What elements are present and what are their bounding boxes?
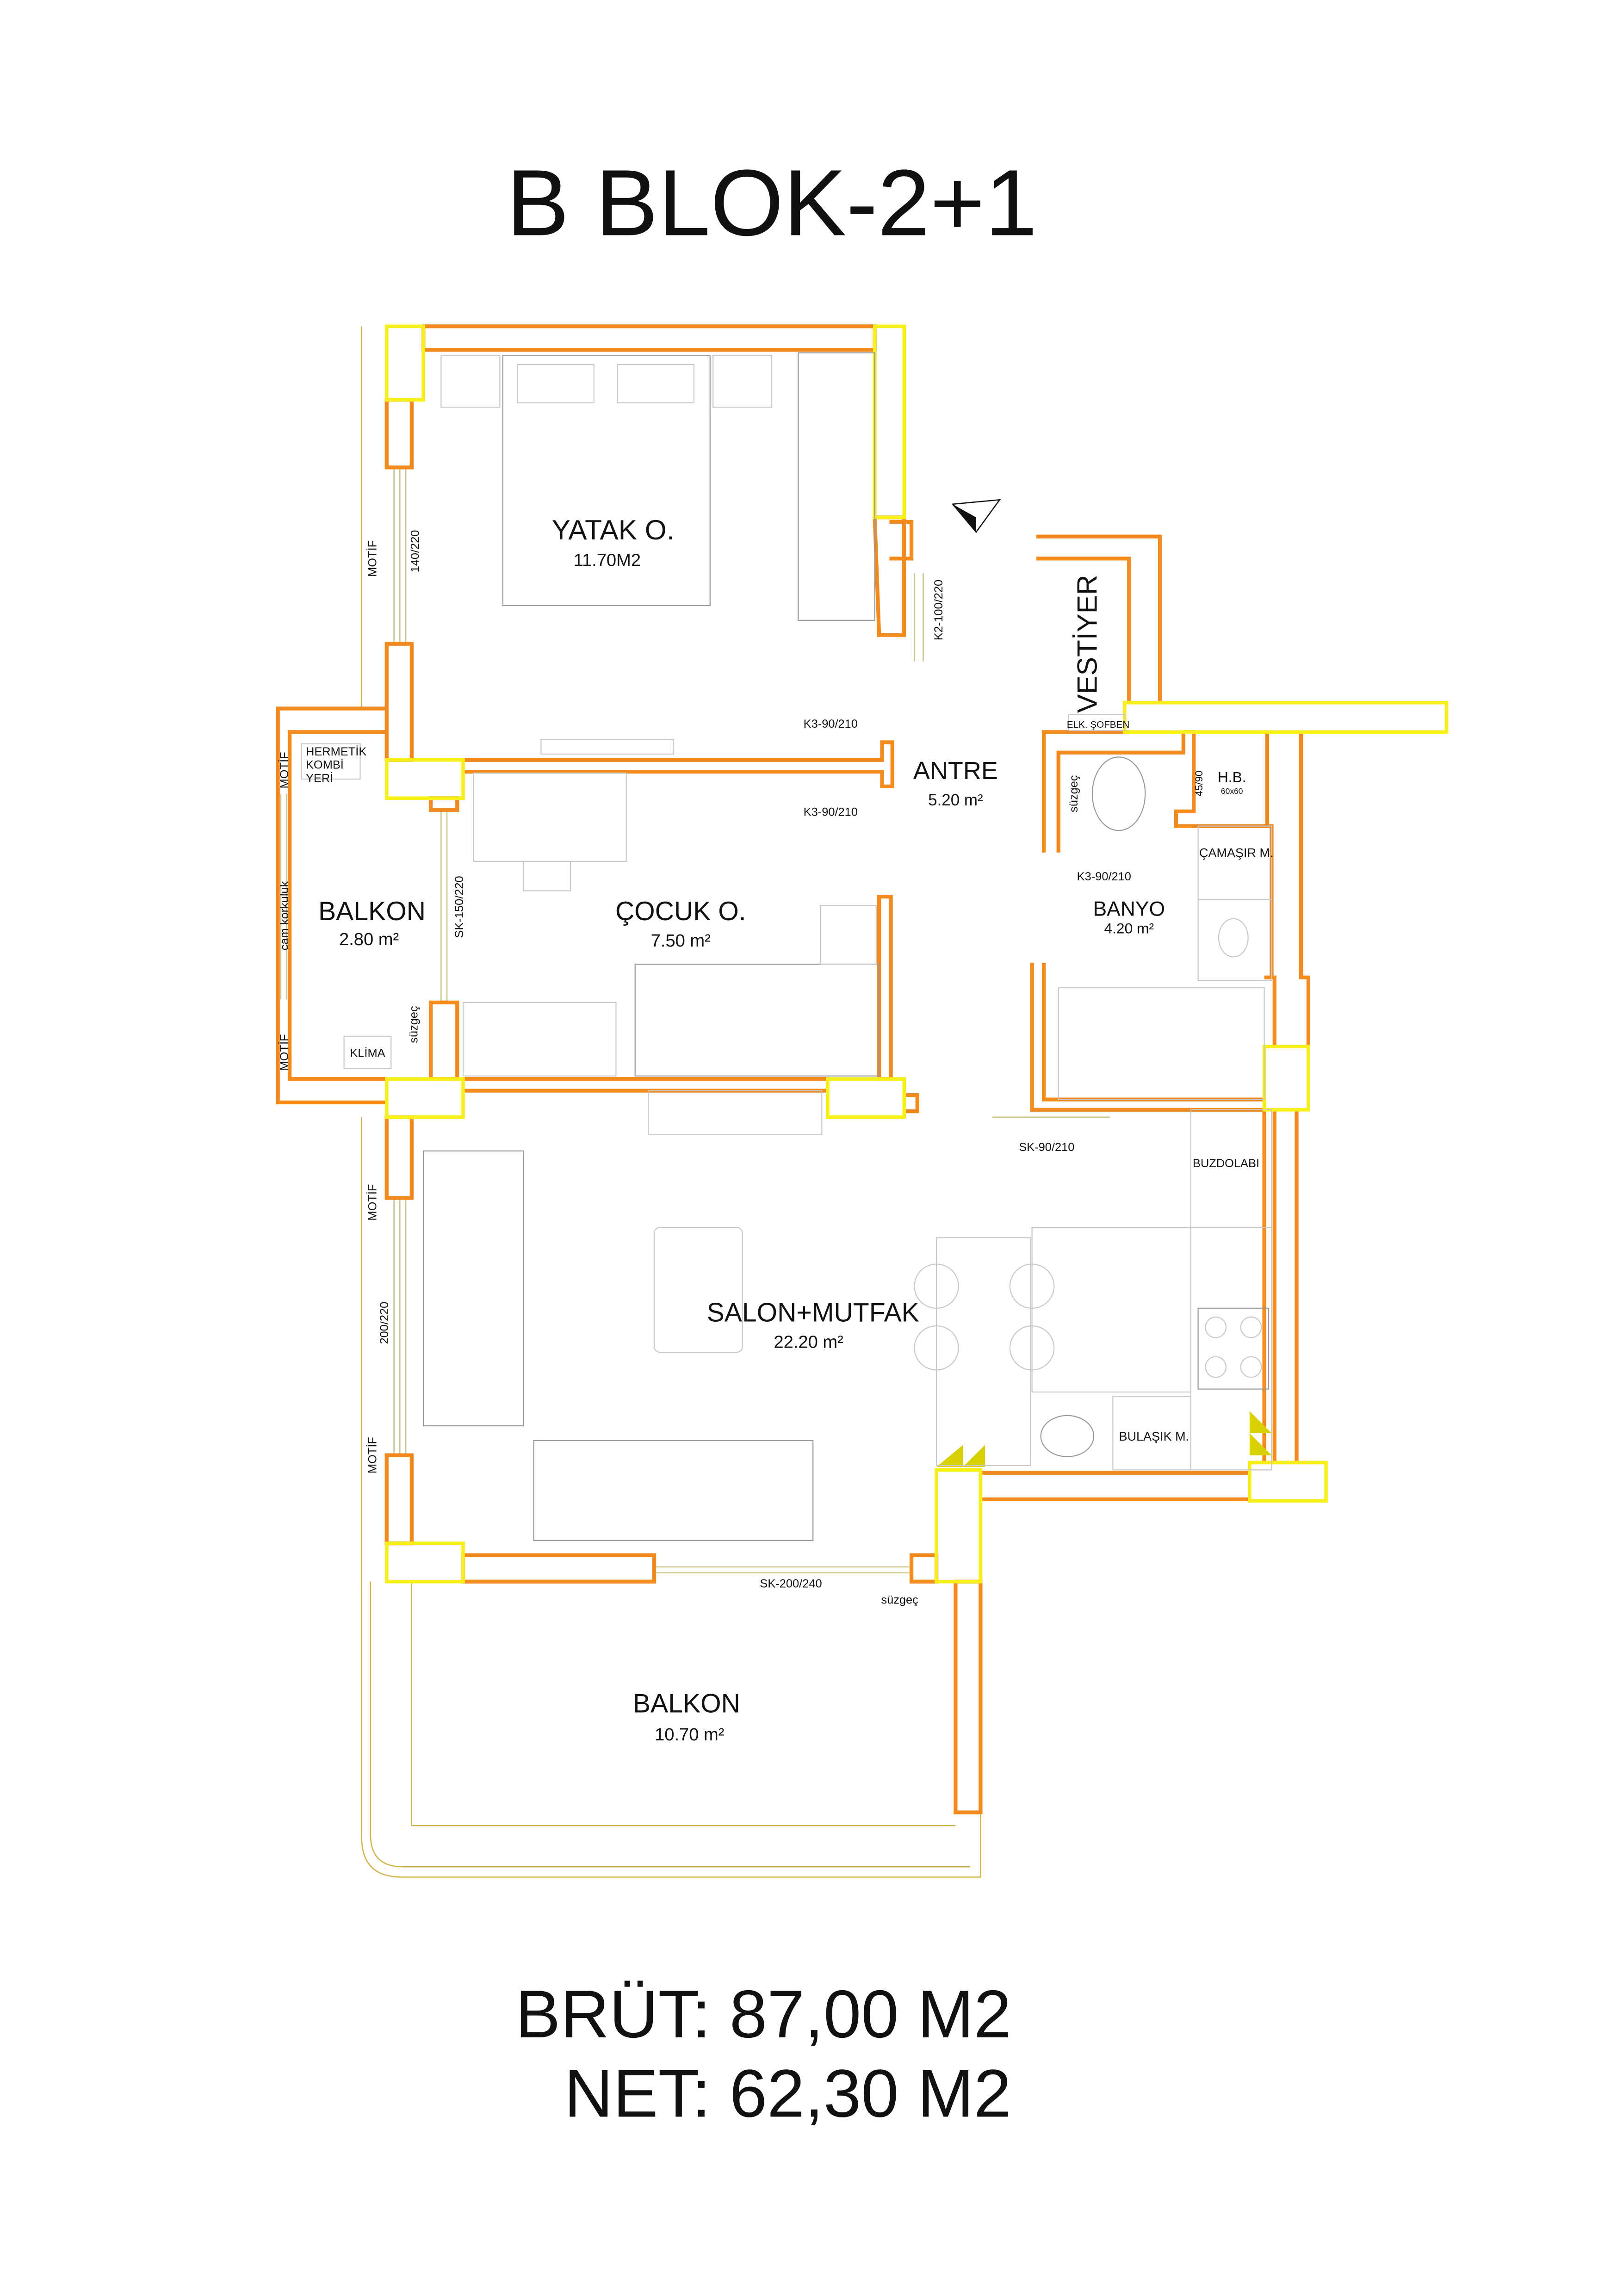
window-size-label: 140/220 [409, 530, 422, 573]
cam-korkuluk-label: cam korkuluk [278, 881, 291, 950]
brut-area: BRÜT: 87,00 M2 [515, 1976, 1011, 2052]
room-name-cocuk: ÇOCUK O. [615, 897, 746, 926]
buzdolabi-label: BUZDOLABI [1193, 1157, 1259, 1170]
door-size-label: K2-100/220 [932, 580, 945, 640]
columns [384, 324, 1449, 1584]
desk [473, 773, 627, 862]
sink [1040, 1415, 1095, 1457]
coffee-table [653, 1226, 743, 1353]
child-bed [634, 964, 880, 1077]
window-size-label: 200/220 [378, 1302, 391, 1344]
tv-unit [648, 1090, 823, 1136]
washing-machine [1197, 825, 1272, 900]
room-area-cocuk: 7.50 m² [651, 931, 711, 951]
camasir-label: ÇAMAŞIR M. [1199, 846, 1274, 860]
klima-unit [343, 1035, 392, 1070]
child-wardrobe [462, 1002, 617, 1077]
shower [1197, 899, 1272, 981]
door-size-label: K3-90/210 [804, 805, 858, 818]
room-area-yatak: 11.70M2 [574, 550, 641, 570]
suzgec-label: süzgeç [881, 1593, 918, 1606]
motif-label: MOTİF [366, 1437, 379, 1473]
net-area: NET: 62,30 M2 [564, 2055, 1011, 2131]
kombi-label: KOMBİ [306, 758, 344, 772]
annotations: MOTİF 140/220 K2-100/220 ELK. ŞOFBEN K3-… [278, 530, 1274, 1607]
hb-label: H.B. [1218, 768, 1246, 785]
room-name-yatak: YATAK O. [552, 514, 675, 545]
sofa-left [423, 1150, 524, 1427]
elk-sofben-label: ELK. ŞOFBEN [1067, 719, 1129, 730]
suzgec-label: süzgeç [407, 1006, 420, 1043]
hermetik-label: HERMETİK [306, 745, 366, 758]
furniture [301, 352, 1272, 1541]
dishwasher [1112, 1396, 1191, 1471]
kitchen-counter [1190, 1226, 1272, 1471]
bulasik-label: BULAŞIK M. [1119, 1430, 1189, 1443]
room-name-antre: ANTRE [913, 757, 998, 785]
door-size-label: SK-200/240 [760, 1578, 822, 1590]
toilet [1091, 756, 1146, 831]
yeri-label: YERİ [306, 771, 333, 785]
sofa-bottom [533, 1440, 814, 1541]
motif-label: MOTİF [366, 1184, 379, 1221]
window-size-label: 45/90 [1193, 771, 1205, 797]
klima-label: KLİMA [350, 1046, 385, 1060]
stove [1197, 1307, 1270, 1390]
room-area-antre: 5.20 m² [928, 791, 983, 809]
motif-label: MOTİF [366, 540, 379, 577]
room-area-balkon-small: 2.80 m² [339, 929, 399, 949]
room-name-balkon-small: BALKON [318, 897, 426, 926]
north-arrow-icon [951, 499, 1001, 533]
room-labels: YATAK O. 11.70M2 ANTRE 5.20 m² VESTİYER … [318, 514, 1165, 1745]
kitchen-island [1031, 1226, 1191, 1393]
suzgec-label: süzgeç [1067, 775, 1080, 812]
room-area-salon: 22.20 m² [774, 1332, 843, 1352]
motif-label: MOTİF [278, 752, 291, 788]
motif-label: MOTİF [278, 1034, 291, 1071]
dining-table [935, 1237, 1031, 1466]
hb-size-label: 60x60 [1221, 786, 1243, 796]
room-name-salon: SALON+MUTFAK [707, 1298, 919, 1327]
door-size-label: K3-90/210 [804, 718, 858, 730]
door-size-label: SK-90/210 [1019, 1141, 1074, 1154]
exterior-outline [280, 326, 1110, 1878]
plan-title: B BLOK-2+1 [507, 150, 1037, 255]
room-name-balkon-large: BALKON [633, 1689, 740, 1719]
bed [502, 355, 711, 606]
wardrobe [798, 352, 875, 621]
room-area-balkon-large: 10.70 m² [655, 1725, 724, 1745]
room-name-banyo: BANYO [1093, 897, 1165, 920]
room-name-vestiyer: VESTİYER [1071, 575, 1103, 713]
door-size-label: SK-150/220 [453, 876, 466, 938]
room-area-banyo: 4.20 m² [1104, 920, 1154, 937]
door-size-label: K3-90/210 [1077, 870, 1131, 883]
